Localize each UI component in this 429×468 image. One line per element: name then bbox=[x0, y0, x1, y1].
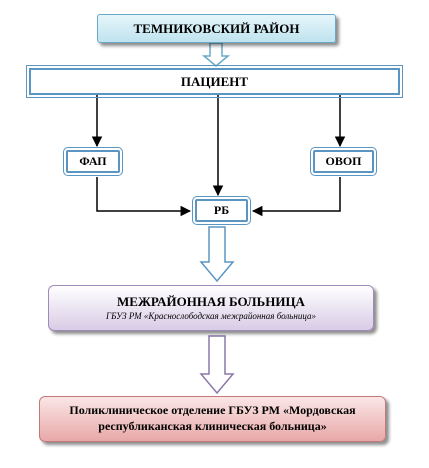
patient-box: ПАЦИЕНТ bbox=[26, 65, 403, 98]
interdistrict-title: МЕЖРАЙОННАЯ БОЛЬНИЦА bbox=[117, 294, 305, 310]
rb-label: РБ bbox=[213, 203, 230, 217]
ovop-label: ОВОП bbox=[325, 154, 362, 168]
final-clinic-box: Поликлиническое отделение ГБУЗ РМ «Мордо… bbox=[39, 396, 386, 442]
fap-label: ФАП bbox=[79, 154, 107, 168]
district-label: ТЕМНИКОВСКИЙ РАЙОН bbox=[133, 20, 300, 36]
fap-box: ФАП bbox=[63, 147, 123, 176]
patient-label: ПАЦИЕНТ bbox=[180, 73, 249, 89]
block-arrow-district-to-patient bbox=[201, 42, 231, 67]
final-clinic-label: Поликлиническое отделение ГБУЗ РМ «Мордо… bbox=[69, 403, 356, 433]
interdistrict-hospital-box: МЕЖРАЙОННАЯ БОЛЬНИЦА ГБУЗ РМ «Краснослоб… bbox=[48, 285, 374, 331]
block-arrow-rb-to-interdistrict bbox=[199, 226, 235, 283]
rb-box: РБ bbox=[192, 196, 251, 225]
arrow-fap-to-rb bbox=[96, 177, 192, 217]
district-box: ТЕМНИКОВСКИЙ РАЙОН bbox=[97, 14, 336, 43]
interdistrict-subtitle: ГБУЗ РМ «Краснослободская межрайонная бо… bbox=[106, 310, 316, 321]
block-arrow-interdistrict-to-final bbox=[199, 335, 235, 395]
arrow-ovop-to-rb bbox=[251, 177, 341, 217]
ovop-box: ОВОП bbox=[310, 147, 377, 176]
